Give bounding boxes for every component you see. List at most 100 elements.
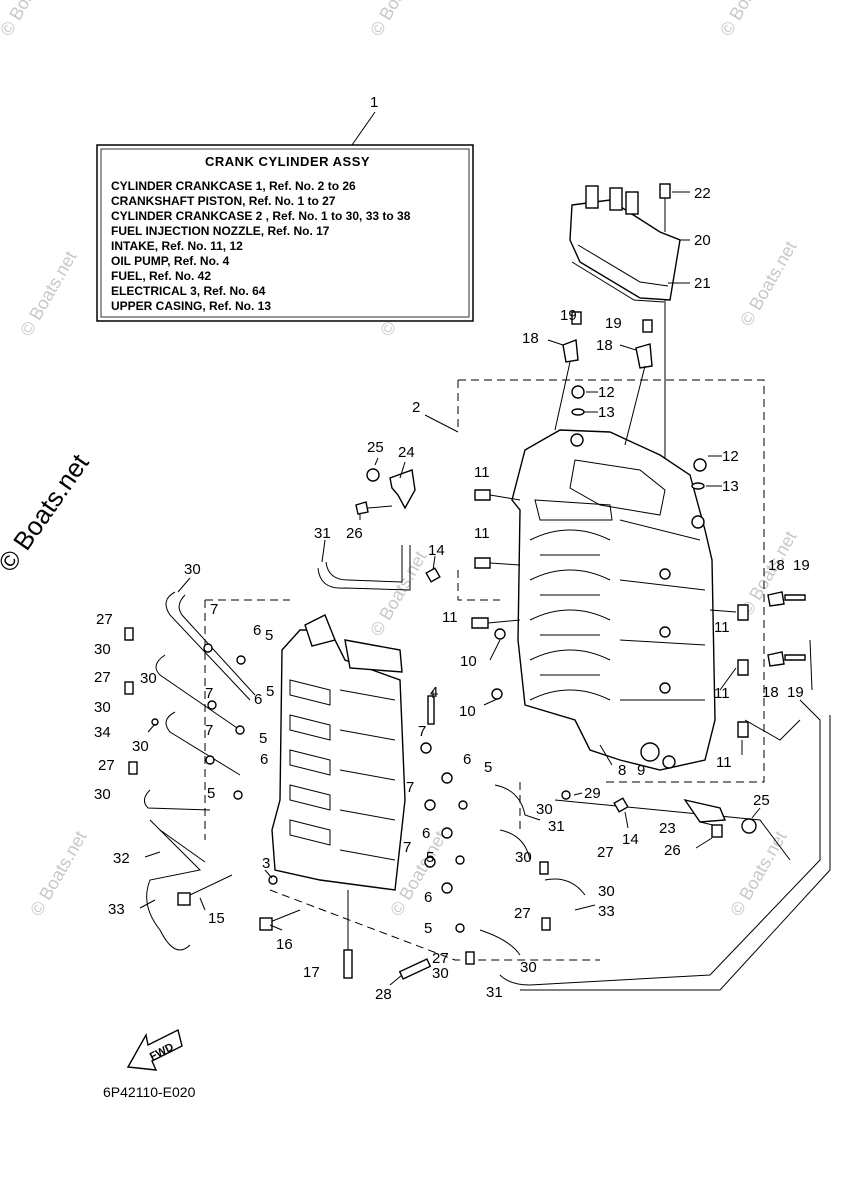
- crank-journal: [529, 529, 611, 541]
- port: [289, 714, 331, 741]
- fitting-11: [737, 604, 749, 621]
- callout-27: 27: [94, 669, 111, 686]
- callout-24: 24: [398, 444, 415, 461]
- hose-32: [159, 829, 206, 863]
- hose-30: [165, 591, 251, 701]
- port: [289, 819, 331, 846]
- callout-25: 25: [367, 439, 384, 456]
- bracket-18: [767, 591, 785, 607]
- callout-31: 31: [486, 984, 503, 1001]
- crankcase-ribs: [619, 519, 706, 701]
- watermark-text: © Boats.net: [366, 548, 430, 640]
- callout-30: 30: [94, 786, 111, 803]
- callout-29: 29: [584, 785, 601, 802]
- fitting-9: [662, 755, 676, 769]
- long-hose: [520, 715, 831, 991]
- leader-line: [269, 924, 283, 931]
- leader-line: [351, 111, 376, 146]
- callout-27: 27: [514, 905, 531, 922]
- info-box-line: CYLINDER CRANKCASE 1, Ref. No. 2 to 26: [111, 179, 356, 193]
- callout-27: 27: [98, 757, 115, 774]
- mount-lug: [344, 639, 403, 673]
- info-box-line: INTAKE, Ref. No. 11, 12: [111, 239, 243, 253]
- callout-10: 10: [460, 653, 477, 670]
- callout-11: 11: [442, 609, 458, 626]
- fitting-3: [268, 875, 278, 885]
- callout-18: 18: [762, 684, 779, 701]
- callout-11: 11: [714, 619, 730, 636]
- callout-5: 5: [266, 683, 274, 700]
- fitting-5: [455, 855, 465, 865]
- crankcase1-group-outline: [458, 379, 765, 783]
- bolt-19: [784, 594, 806, 601]
- callout-32: 32: [113, 850, 130, 867]
- pin-28: [398, 958, 432, 980]
- fitting-11: [474, 489, 491, 501]
- callout-13: 13: [598, 404, 615, 421]
- callout-6: 6: [422, 825, 430, 842]
- crank-journal: [529, 569, 611, 581]
- fasteners: [124, 311, 806, 980]
- port: [289, 784, 331, 811]
- callout-18: 18: [768, 557, 785, 574]
- callout-7: 7: [418, 723, 426, 740]
- leader-line: [573, 792, 583, 796]
- callout-19: 19: [560, 307, 577, 324]
- bolt-26: [355, 501, 369, 515]
- bolt-19: [571, 311, 582, 325]
- callout-30: 30: [94, 699, 111, 716]
- callout-5: 5: [424, 920, 432, 937]
- watermark-text: © Boats.net: [0, 0, 61, 39]
- boss: [659, 682, 671, 694]
- leader-line: [489, 639, 501, 661]
- fitting-6: [441, 882, 453, 894]
- info-box-line: OIL PUMP, Ref. No. 4: [111, 254, 230, 268]
- nozzle-17: [343, 949, 353, 979]
- fitting-7: [424, 856, 436, 868]
- callout-30: 30: [536, 801, 553, 818]
- fitting-5: [455, 923, 465, 933]
- fitting-6: [441, 772, 453, 784]
- callout-14: 14: [622, 831, 639, 848]
- long-hose: [499, 699, 821, 986]
- callout-18: 18: [596, 337, 613, 354]
- callout-1: 1: [370, 94, 378, 111]
- callout-30: 30: [515, 849, 532, 866]
- leader-line: [144, 851, 161, 858]
- callout-26: 26: [664, 842, 681, 859]
- fitting-6: [235, 725, 245, 735]
- callout-14: 14: [428, 542, 445, 559]
- callout-7: 7: [403, 839, 411, 856]
- watermark-text: © Boats.net: [26, 828, 90, 920]
- callout-11: 11: [474, 464, 490, 481]
- fitting-6: [441, 827, 453, 839]
- crank-journal: [529, 689, 611, 701]
- callout-30: 30: [94, 641, 111, 658]
- callout-27: 27: [597, 844, 614, 861]
- cap-25: [366, 468, 380, 482]
- hose-30: [479, 929, 521, 956]
- leader-line: [599, 744, 613, 766]
- crankcase-1-body: [511, 429, 716, 771]
- callout-30: 30: [184, 561, 201, 578]
- leader-line: [574, 904, 596, 911]
- callout-20: 20: [694, 232, 711, 249]
- fitting-11: [474, 557, 491, 569]
- leader-line: [624, 811, 629, 829]
- callout-10: 10: [459, 703, 476, 720]
- fitting-7: [207, 700, 217, 710]
- cover-boss: [585, 185, 599, 209]
- callout-11: 11: [716, 754, 732, 771]
- crankcase2-group-outline: [269, 889, 600, 961]
- leader-line: [389, 974, 403, 986]
- fitting-5: [233, 790, 243, 800]
- hose-30: [178, 594, 256, 696]
- callout-11: 11: [474, 525, 490, 542]
- hose-30: [144, 789, 211, 811]
- callout-8: 8: [618, 762, 626, 779]
- bracket-18: [635, 343, 653, 369]
- leader-line: [374, 457, 379, 466]
- port: [289, 749, 331, 776]
- gasket-edge: [577, 244, 669, 287]
